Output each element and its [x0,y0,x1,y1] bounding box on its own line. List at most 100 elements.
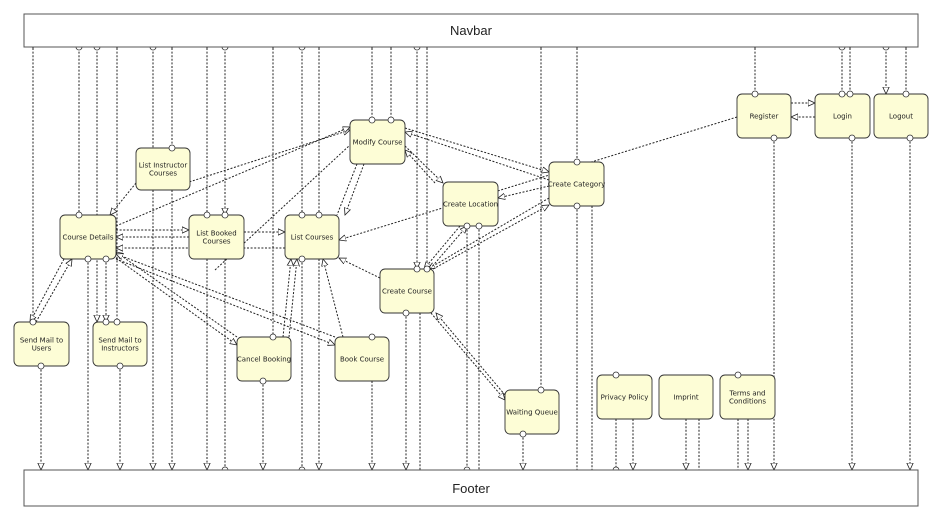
node-box [873,93,929,139]
edge [288,259,297,338]
node-logout[interactable]: Logout [873,90,929,142]
port [537,386,545,394]
node-box [349,119,406,165]
navbar-label: Navbar [450,23,493,38]
node-create-location[interactable]: Create Location [442,181,499,230]
edge [323,259,344,338]
node-waiting-queue[interactable]: Waiting Queue [504,386,560,438]
node-label: Modify Course [353,139,403,147]
port [848,134,856,142]
node-label: Create Location [443,201,498,209]
footer-box [23,469,919,507]
navbar-box [23,13,919,48]
node-label: Book Course [340,356,384,364]
port [221,211,229,219]
node-box [504,389,560,435]
node-box [334,336,390,382]
port [402,309,410,317]
port [113,318,121,326]
node-course-details[interactable]: Course Details [59,211,117,263]
node-label: Send Mail to [98,337,141,345]
node-register[interactable]: Register [736,90,792,142]
node-create-category[interactable]: Create Category [548,158,605,210]
node-label: Send Mail to [20,337,63,345]
port [116,362,124,370]
edge [30,258,65,322]
port [84,255,92,263]
port [203,211,211,219]
node-box [596,374,653,420]
port [612,371,620,379]
node-label: Courses [202,238,230,246]
edge [339,257,381,279]
node-label: Register [750,113,779,121]
port [902,90,910,98]
node-box [135,147,191,191]
node-box [736,93,792,139]
port [269,333,277,341]
port [734,371,742,379]
port [423,265,431,273]
port [368,333,376,341]
node-box [658,374,714,420]
edge [404,145,443,183]
edge [498,185,550,198]
node-login[interactable]: Login [814,90,871,142]
navbar[interactable]: Navbar [23,13,919,48]
port [751,90,759,98]
edge [345,163,365,215]
node-box [188,214,245,260]
edge [436,313,506,396]
edge [405,150,436,184]
port [770,134,778,142]
port [168,144,176,152]
node-label: Terms and [728,390,765,398]
port [846,90,854,98]
port [102,318,110,326]
node-box [284,214,340,260]
edge [428,197,550,269]
node-label: Create Course [382,288,432,296]
node-label: Logout [889,113,913,121]
port [573,202,581,210]
port [75,211,83,219]
port [29,318,37,326]
node-imprint[interactable]: Imprint [658,374,714,420]
edge [115,127,350,227]
node-label: Waiting Queue [506,409,558,417]
port [387,116,395,124]
port [475,222,483,230]
node-label: Users [32,345,52,353]
node-cancel-booking[interactable]: Cancel Booking [236,333,292,385]
edge [405,132,550,181]
node-list-courses[interactable]: List Courses [284,211,340,263]
edge [116,252,238,338]
footer[interactable]: Footer [23,469,919,507]
node-box [719,374,776,420]
node-label: List Booked [196,230,236,238]
node-create-course[interactable]: Create Course [379,265,435,317]
edge [429,226,467,270]
edge [282,259,291,338]
edge [430,312,505,400]
edge [35,259,72,323]
port [315,211,323,219]
node-label: List Instructor [139,162,188,170]
node-modify-course[interactable]: Modify Course [349,116,406,165]
node-label: Conditions [729,398,766,406]
port [413,265,421,273]
port [368,116,376,124]
edge [115,257,237,345]
node-privacy-policy[interactable]: Privacy Policy [596,371,653,420]
node-label: Courses [149,170,177,178]
node-book-course[interactable]: Book Course [334,333,390,382]
footer-label: Footer [452,481,490,496]
